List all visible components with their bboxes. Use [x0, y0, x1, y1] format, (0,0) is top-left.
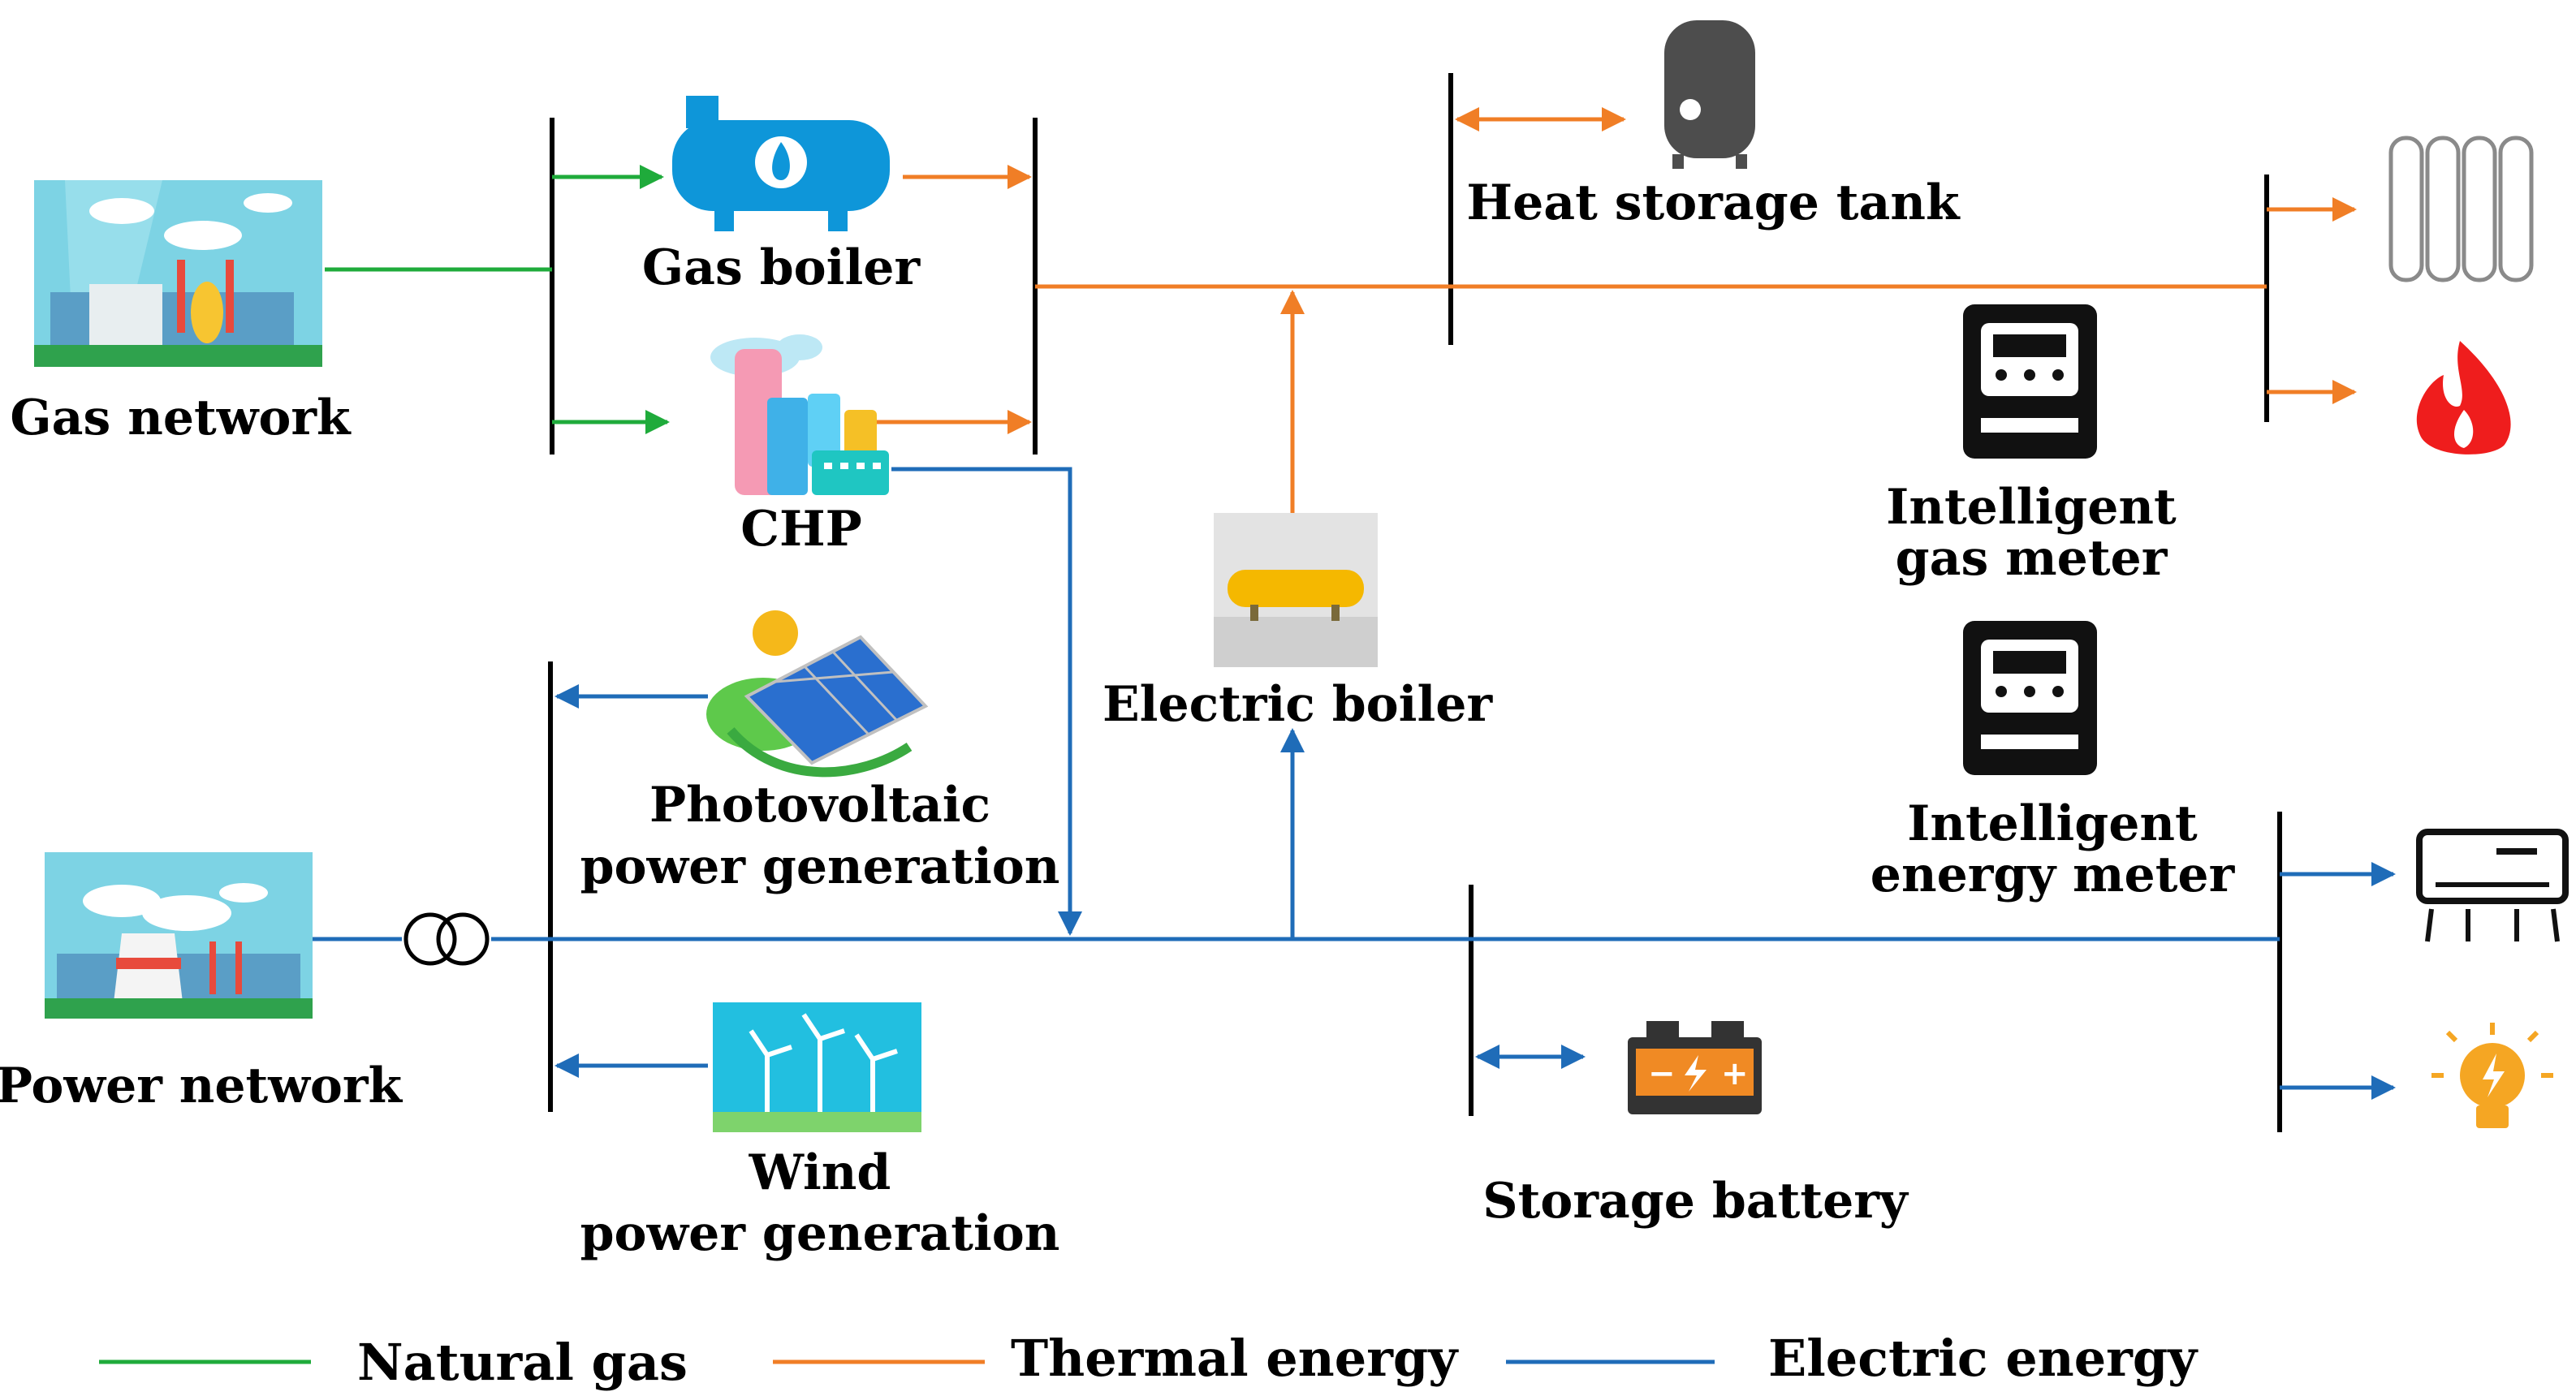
- natural-gas-lines: [325, 165, 670, 434]
- photovoltaic-label-line2: power generation: [580, 838, 1060, 895]
- flame-icon: [2416, 341, 2511, 455]
- legend-thermal-label: Thermal energy: [1011, 1329, 1459, 1388]
- gas-boiler-label: Gas boiler: [642, 239, 921, 296]
- legend-natural-gas-label: Natural gas: [357, 1333, 688, 1392]
- battery-icon: − +: [1628, 1021, 1762, 1114]
- light-bulb-icon: [2431, 1023, 2553, 1128]
- svg-text:−: −: [1648, 1055, 1676, 1092]
- chp-to-power-arrow: [891, 467, 1082, 936]
- svg-text:+: +: [1721, 1055, 1749, 1092]
- power-network-label: Power network: [0, 1058, 403, 1114]
- heat-storage-tank-label: Heat storage tank: [1466, 174, 1961, 231]
- transformer-icon: [403, 912, 490, 966]
- legend-electric-label: Electric energy: [1768, 1329, 2198, 1388]
- photovoltaic-label-line1: Photovoltaic: [649, 777, 990, 834]
- meter-icon: [1963, 304, 2097, 459]
- heat-tank-icon: [1664, 20, 1755, 169]
- gas-meter-label-line2: gas meter: [1896, 530, 2168, 587]
- gas-plant-icon: [34, 180, 322, 367]
- solar-panel-icon: [706, 610, 929, 778]
- gas-meter-label-line1: Intelligent: [1886, 479, 2177, 536]
- electric-boiler-label: Electric boiler: [1102, 676, 1494, 733]
- wind-turbine-icon: [713, 1002, 921, 1132]
- air-conditioner-icon: [2416, 829, 2569, 942]
- wind-label-line2: power generation: [580, 1205, 1060, 1262]
- thermal-lines: [859, 107, 2357, 513]
- gas-network-label: Gas network: [10, 390, 352, 446]
- legend: Natural gas Thermal energy Electric ener…: [99, 1329, 2198, 1392]
- gas-boiler-icon: [672, 96, 890, 231]
- chp-label: CHP: [740, 501, 862, 558]
- wind-label-line1: Wind: [749, 1144, 891, 1201]
- energy-meter-label-line2: energy meter: [1871, 847, 2236, 903]
- radiator-icon: [2388, 136, 2534, 282]
- chp-plant-icon: [710, 334, 889, 495]
- electric-boiler-icon: [1214, 513, 1378, 667]
- buses: [548, 73, 2282, 1132]
- energy-meter-label-line1: Intelligent: [1907, 795, 2198, 852]
- power-plant-icon: [45, 852, 313, 1019]
- electric-lines: [307, 467, 2396, 1100]
- meter-icon: [1963, 621, 2097, 775]
- storage-battery-label: Storage battery: [1482, 1173, 1909, 1230]
